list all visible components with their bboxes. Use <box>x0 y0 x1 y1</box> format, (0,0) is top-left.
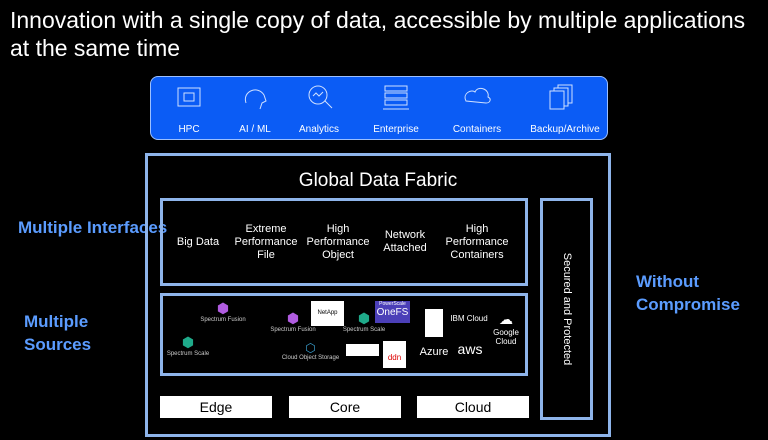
label-multiple-interfaces: Multiple Interfaces <box>18 218 168 237</box>
location-edge: Edge <box>160 396 272 418</box>
analytics-icon <box>308 85 333 109</box>
netapp-logo: NetApp <box>311 301 344 326</box>
azure-logo-icon <box>425 309 443 337</box>
interface-item: High Performance Object <box>306 222 370 261</box>
interface-item: Network Attached <box>383 229 427 254</box>
spectrum-fusion-logo: ⬢Spectrum Fusion <box>200 300 246 323</box>
slide-title: Innovation with a single copy of data, a… <box>10 7 746 61</box>
applications-bar: HPC AI / ML Analytics Enterprise Contain… <box>150 76 608 140</box>
app-enterprise: Enterprise <box>358 77 434 139</box>
google-cloud-logo: ☁Google Cloud <box>493 311 519 346</box>
chip-icon <box>177 87 201 107</box>
fabric-title: Global Data Fabric <box>298 170 458 191</box>
app-backup-archive: Backup/Archive <box>523 77 607 139</box>
brain-icon <box>244 89 267 110</box>
app-hpc: HPC <box>151 77 227 139</box>
ddn-logo: ddn <box>383 341 406 368</box>
location-cloud: Cloud <box>417 396 529 418</box>
ibm-cloud-logo: IBM Cloud <box>450 314 488 323</box>
location-core: Core <box>289 396 401 418</box>
interfaces-box: Big Data Extreme Performance File High P… <box>160 198 528 286</box>
aws-logo: aws <box>457 341 483 357</box>
label-multiple-sources: Multiple Sources <box>24 312 92 354</box>
interface-item: Big Data <box>176 235 220 248</box>
app-containers: Containers <box>439 77 515 139</box>
server-icon <box>383 85 409 110</box>
azure-label: Azure <box>419 346 449 358</box>
cloud-icon <box>464 87 491 104</box>
storage-vendor-logo <box>346 344 379 356</box>
spectrum-fusion-logo: ⬢Spectrum Fusion <box>270 310 316 333</box>
copies-icon <box>549 84 573 110</box>
cloud-object-storage-logo: ⬡Cloud Object Storage <box>281 341 340 361</box>
global-data-fabric: Global Data Fabric Big Data Extreme Perf… <box>145 153 611 437</box>
label-without-compromise: Without Compromise <box>636 272 740 314</box>
interface-item: High Performance Containers <box>445 222 509 261</box>
spectrum-scale-logo: ⬢Spectrum Scale <box>342 310 386 333</box>
sources-box: ⬢Spectrum Fusion ⬢Spectrum Scale ⬢Spectr… <box>160 293 528 376</box>
interface-item: Extreme Performance File <box>234 222 298 261</box>
spectrum-scale-logo: ⬢Spectrum Scale <box>166 334 210 357</box>
app-analytics: Analytics <box>281 77 357 139</box>
secured-protected-box: Secured and Protected <box>540 198 593 420</box>
app-ai-ml: AI / ML <box>217 77 293 139</box>
